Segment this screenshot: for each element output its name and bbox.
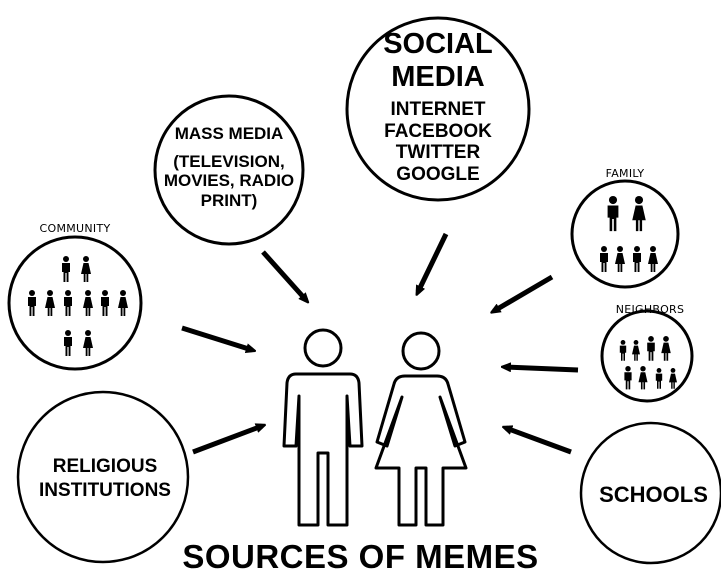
neighbors-bubble xyxy=(600,309,694,403)
arrow-from-religious xyxy=(192,426,262,455)
mass-media-bubble xyxy=(153,94,305,246)
mass-media-text: MASS MEDIA (TELEVISION, MOVIES, RADIO PR… xyxy=(154,124,304,210)
social-media-item: GOOGLE xyxy=(396,164,480,186)
community-bubble xyxy=(7,235,143,371)
social-media-item: TWITTER xyxy=(395,142,481,164)
community-label: COMMUNITY xyxy=(39,222,111,235)
schools-bubble xyxy=(579,421,721,565)
mass-media-line: PRINT) xyxy=(200,190,258,210)
woman-icon xyxy=(374,331,468,527)
social-media-heading-1: SOCIAL xyxy=(383,28,493,60)
arrow-from-community xyxy=(181,325,252,350)
social-media-item: INTERNET xyxy=(390,98,486,120)
family-label: FAMILY xyxy=(605,167,645,180)
religious-bubble xyxy=(16,390,190,564)
family-bubble xyxy=(570,179,680,289)
social-media-item: FACEBOOK xyxy=(384,120,492,142)
social-media-bubble xyxy=(345,16,531,202)
arrow-from-neighbors xyxy=(505,367,579,373)
arrow-from-schools xyxy=(506,428,572,455)
neighbors-label: NEIGHBORS xyxy=(615,303,685,316)
arrow-from-mass-media xyxy=(261,250,306,300)
mass-media-line: MOVIES, RADIO xyxy=(163,171,295,191)
arrow-from-social-media xyxy=(418,232,449,292)
religious-line: RELIGIOUS xyxy=(52,456,158,477)
social-media-text: SOCIAL MEDIA INTERNET FACEBOOK TWITTER G… xyxy=(348,28,528,186)
arrow-from-family xyxy=(494,274,554,311)
arrows xyxy=(181,232,579,455)
religious-line: INSTITUTIONS xyxy=(39,479,171,501)
man-icon xyxy=(282,328,364,527)
social-media-heading-2: MEDIA xyxy=(391,61,485,94)
diagram-title: SOURCES OF MEMES xyxy=(182,538,539,575)
mass-media-heading: MASS MEDIA xyxy=(174,124,284,143)
religious-text: RELIGIOUS INSTITUTIONS xyxy=(25,455,185,503)
schools-label: SCHOOLS xyxy=(599,482,708,507)
mass-media-line: (TELEVISION, xyxy=(173,151,285,171)
